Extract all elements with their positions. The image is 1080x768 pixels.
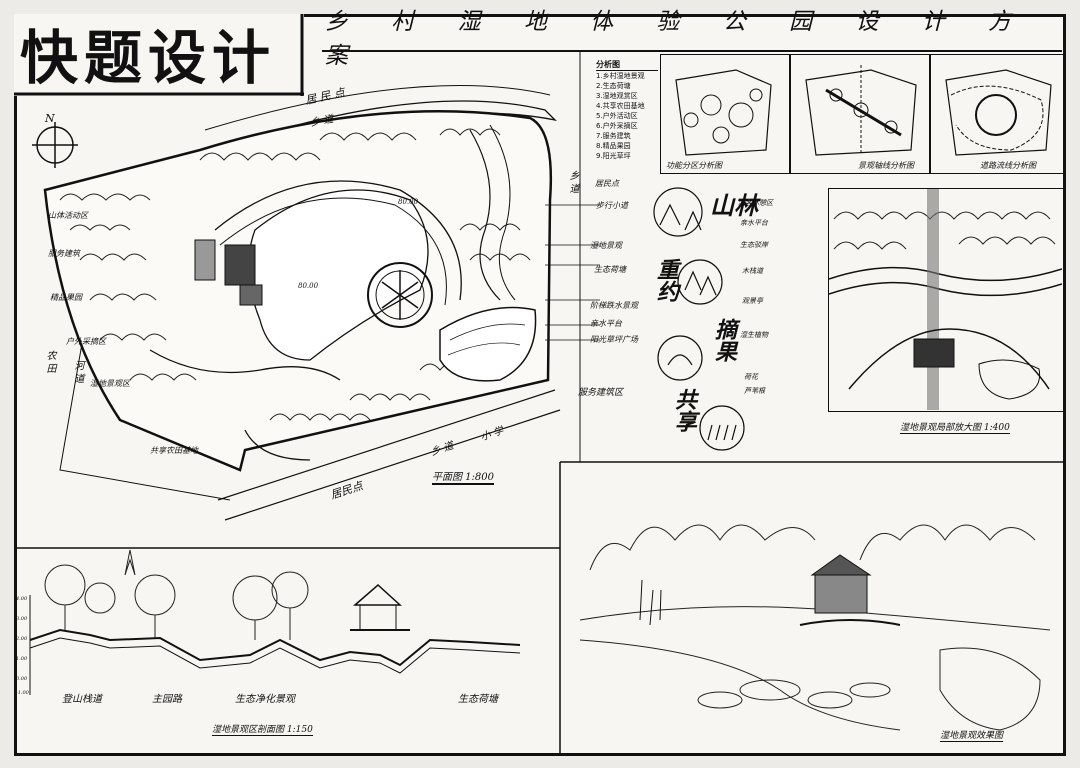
analysis-caption-2: 景观轴线分析图: [858, 161, 914, 170]
plan-elevation-1: 80.00: [298, 282, 319, 290]
sketch-title-4: 共享: [671, 388, 697, 432]
plan-caption: 平面图 1:800: [432, 468, 494, 485]
plan-bottom-label: 服务建筑区: [578, 388, 624, 398]
analysis-legend: 分析图 1.乡村湿地景观 2.生态荷塘 3.湿地观赏区 4.共享农田基地 5.户…: [596, 60, 658, 172]
section-scale-mark: -1.00: [16, 690, 29, 696]
detail-plan-drawing: [829, 189, 1062, 410]
section-label-4: 生态荷塘: [458, 694, 498, 705]
detail-caption: 湿地景观局部放大图 1:400: [900, 420, 1010, 434]
analysis-caption-1: 功能分区分析图: [666, 161, 722, 170]
analysis-diagram-axis: [790, 54, 930, 174]
plan-left-label-3: 精品果园: [50, 293, 82, 302]
analysis-item: 2.生态荷塘: [596, 82, 631, 90]
detail-label-3: 生态驳岸: [740, 241, 768, 249]
analysis-item: 6.户外采摘区: [596, 122, 638, 130]
detail-label-8: 芦苇根: [744, 387, 765, 395]
analysis-diagram-circulation: [930, 54, 1065, 174]
plan-left-label-5: 湿地景观区: [90, 379, 130, 388]
detail-label-4: 木栈道: [742, 267, 763, 275]
detail-label-1: 游客休憩区: [738, 199, 773, 207]
plan-right-label-1: 居民点: [595, 179, 619, 188]
plan-field: 农 田: [44, 350, 55, 374]
detail-label-6: 湿生植物: [740, 331, 768, 339]
plan-left-label-1: 山体活动区: [48, 211, 88, 220]
page-title: 乡 村 湿 地 体 验 公 园 设 计 方 案: [325, 9, 1055, 69]
analysis-item: 1.乡村湿地景观: [596, 72, 645, 80]
compass-label: N: [45, 112, 55, 125]
function-zone-diagram: [675, 69, 772, 156]
analysis-diagram-function: [660, 54, 790, 174]
plan-left-label-6: 共享农田基地: [150, 446, 198, 455]
section-scale-mark: 2.00: [16, 636, 28, 642]
section-scale-mark: 4.00: [16, 596, 28, 602]
analysis-item: 7.服务建筑: [596, 132, 631, 140]
circulation-diagram: [945, 69, 1052, 156]
analysis-heading: 分析图: [596, 60, 658, 71]
section-label-3: 生态净化景观: [235, 694, 295, 705]
section-caption: 湿地景观区剖面图 1:150: [212, 722, 313, 736]
analysis-item: 9.阳光草坪: [596, 152, 631, 160]
plan-right-label-2: 步行小道: [596, 201, 628, 210]
plan-right-label-6: 亲水平台: [590, 319, 622, 328]
section-scale-mark: 3.00: [16, 616, 28, 622]
detail-label-5: 观景亭: [742, 297, 763, 305]
analysis-item: 5.户外活动区: [596, 112, 638, 120]
section-scale-mark: 0.00: [16, 676, 28, 682]
sketch-title-3: 摘果: [711, 318, 737, 362]
sketch-title-1: 山林: [710, 191, 758, 220]
page-title-text: 乡 村 湿 地 体 验 公 园 设 计 方 案: [325, 9, 1030, 69]
title-underline: [322, 50, 1062, 52]
analysis-item: 3.湿地观赏区: [596, 92, 638, 100]
section-label-2: 主园路: [152, 694, 182, 705]
plan-river: 河 道: [72, 360, 83, 384]
perspective-caption: 湿地景观效果图: [940, 728, 1004, 742]
plan-elevation-2: 80.00: [398, 198, 419, 206]
plan-road-right: 乡 道: [567, 170, 578, 194]
detail-label-2: 亲水平台: [740, 219, 768, 227]
plan-right-label-3: 湿地景观: [590, 241, 622, 250]
detail-label-7: 荷花: [744, 373, 758, 381]
plan-right-label-5: 阶梯跌水景观: [590, 301, 638, 310]
logo-graphic: 快题设计: [14, 14, 304, 96]
plan-right-label-4: 生态荷塘: [594, 265, 626, 274]
sketch-title-2: 重约: [653, 258, 679, 302]
detail-plan: [828, 188, 1064, 412]
plan-right-label-7: 阳光草坪广场: [590, 335, 638, 344]
analysis-item: 4.共享农田基地: [596, 102, 645, 110]
plan-left-label-4: 户外采摘区: [66, 337, 106, 346]
axis-diagram: [805, 65, 917, 156]
plan-left-label-2: 服务建筑: [48, 249, 80, 258]
logo-block: 快题设计: [14, 14, 304, 96]
analysis-item: 8.精品果园: [596, 142, 631, 150]
logo-text: 快题设计: [20, 24, 276, 92]
section-scale-mark: 1.00: [16, 656, 28, 662]
section-label-1: 登山栈道: [62, 694, 102, 705]
analysis-caption-3: 道路流线分析图: [980, 161, 1036, 170]
